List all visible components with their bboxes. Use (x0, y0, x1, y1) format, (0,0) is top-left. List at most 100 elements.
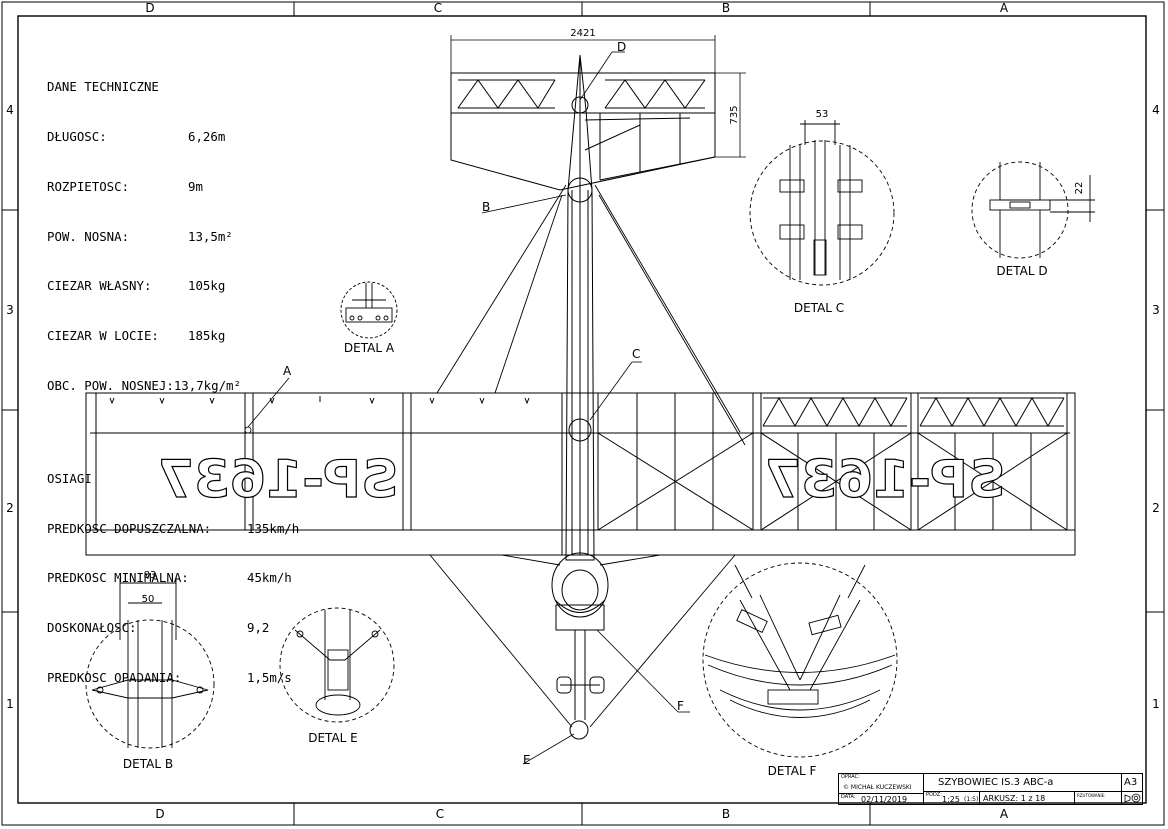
zone-letter-top: B (722, 1, 730, 15)
callout-a-label: A (283, 364, 292, 378)
sheet-format: A3 (1124, 777, 1138, 788)
horizontal-stabilizer (450, 72, 716, 191)
sheet-number-cell: ARKUSZ: 1 z 18 (980, 792, 1075, 805)
callout-f-label: F (677, 699, 684, 713)
date-cell: DATA: 02/11/2019 (839, 794, 924, 805)
detail-b-inner-dimension: 50 (142, 594, 155, 605)
spec-row: ROZPIETOSC:9m (47, 179, 299, 196)
zone-number-right: 3 (1152, 303, 1160, 317)
scale-caption: PODZ: (926, 792, 942, 798)
performance-value: 135km/h (247, 520, 300, 536)
callout-b-label: B (482, 200, 490, 214)
callout-e-label: E (523, 753, 531, 767)
spec-label: ROZPIETOSC: (47, 178, 130, 194)
performance-row: DOSKONAŁOSC: 9,2 (47, 620, 299, 637)
zone-letter-bottom: C (436, 807, 444, 821)
scale-cell: PODZ: 1:25 (1:5) (924, 792, 980, 805)
callout-d-label: D (617, 40, 626, 54)
zone-number-left: 4 (6, 103, 14, 117)
performance-label: PREDKOSC MINIMALNA: (47, 570, 189, 586)
detail-f-caption: DETAL F (768, 764, 817, 778)
zone-letter-top: A (1000, 1, 1009, 15)
detail-b-caption: DETAL B (123, 757, 173, 771)
callout-c-label: C (632, 347, 640, 361)
spec-label: POW. NOSNA: (47, 228, 130, 244)
projection-cell: RZUTOWANIE: (1075, 792, 1122, 805)
zone-letter-top: D (145, 1, 154, 15)
performance-value: 9,2 (247, 620, 270, 636)
spec-value: 13,5m² (188, 228, 233, 244)
fuselage (551, 54, 609, 740)
performance-label: PREDKOSC OPADANIA: (47, 669, 182, 685)
detail-a-caption: DETAL A (344, 341, 395, 355)
spec-row: POW. NOSNA: 13,5m² (47, 229, 299, 246)
author-name: © MICHAŁ KUCZEWSKI (843, 784, 912, 791)
zone-letter-bottom: A (1000, 807, 1009, 821)
detail-e-view (279, 607, 395, 723)
detail-c-dimension: 53 (816, 109, 829, 120)
sheet-number: ARKUSZ: 1 z 18 (983, 794, 1046, 803)
detail-b-view (85, 578, 215, 749)
tail-dimension-lines (450, 35, 746, 158)
spec-label: CIEZAR WŁASNY: (47, 278, 152, 294)
zone-letter-bottom: D (155, 807, 164, 821)
zone-number-left: 2 (6, 501, 14, 515)
drawing-title: SZYBOWIEC IS.3 ABC-a (938, 777, 1054, 788)
zone-number-left: 1 (6, 697, 14, 711)
performance-row: PREDKOSC OPADANIA: 1,5m/s (47, 670, 299, 687)
spec-row: DŁUGOSC: 6,26m (47, 129, 299, 146)
projection-symbol-icon (1124, 793, 1141, 803)
title-block: OPRAC: © MICHAŁ KUCZEWSKI DATA: 02/11/20… (838, 773, 1143, 805)
zone-letter-bottom: B (722, 807, 730, 821)
author-caption: OPRAC: (841, 774, 860, 780)
scale-note: (1:5) (964, 796, 979, 803)
detail-e-caption: DETAL E (308, 731, 358, 745)
performance-label: DOSKONAŁOSC: (47, 620, 137, 636)
zone-number-right: 1 (1152, 697, 1160, 711)
author-cell: OPRAC: © MICHAŁ KUCZEWSKI (839, 774, 924, 794)
tail-chord-dimension: 735 (729, 105, 740, 124)
zone-number-right: 4 (1152, 103, 1160, 117)
bracing-wires (429, 184, 746, 728)
drawing-date: 02/11/2019 (861, 795, 908, 804)
zone-number-left: 3 (6, 303, 14, 317)
performance-row: PREDKOSC DOPUSZCZALNA: 135km/h (47, 521, 299, 538)
detail-c-view (749, 120, 895, 286)
spec-row: CIEZAR W LOCIE: 185kg (47, 328, 299, 345)
performance-label: PREDKOSC DOPUSZCZALNA: (47, 520, 212, 536)
tail-span-dimension: 2421 (570, 28, 595, 39)
spec-row: OBC. POW. NOSNEJ:13,7kg/m² (47, 378, 299, 395)
detail-d-caption: DETAL D (996, 264, 1047, 278)
detail-d-dimension: 22 (1074, 182, 1085, 195)
spec-label: OBC. POW. NOSNEJ: (47, 377, 174, 393)
spec-value: 105kg (188, 278, 226, 294)
format-cell: A3 (1122, 774, 1143, 792)
detail-a-view (340, 281, 398, 339)
spec-label: DŁUGOSC: (47, 128, 107, 144)
spec-value: 13,7kg/m² (173, 377, 241, 393)
spec-row: CIEZAR WŁASNY: 105kg (47, 278, 299, 295)
projection-caption: RZUTOWANIE: (1077, 793, 1106, 798)
spec-label: CIEZAR W LOCIE: (47, 328, 159, 344)
technical-specs: DANE TECHNICZNE DŁUGOSC: 6,26m ROZPIETOSC… (47, 46, 299, 703)
detail-b-outer-dimension: 83 (144, 570, 157, 581)
performance-value: 45km/h (247, 570, 292, 586)
performance-row: PREDKOSC MINIMALNA: 45km/h (47, 570, 299, 587)
detail-d-view (971, 161, 1095, 259)
performance-title: OSIAGI (47, 470, 92, 486)
detail-f-view (702, 562, 898, 758)
wing-registration-left: SP-1637 (158, 450, 399, 510)
spec-value: 6,26m (188, 128, 226, 144)
specs-title: DANE TECHNICZNE (47, 79, 159, 95)
title-cell: SZYBOWIEC IS.3 ABC-a (924, 774, 1122, 792)
date-caption: DATA: (841, 794, 856, 800)
drawing-scale: 1:25 (942, 795, 960, 804)
spec-spacer (47, 428, 299, 438)
performance-value: 1,5m/s (247, 669, 292, 685)
spec-value: 185kg (188, 328, 226, 344)
wing-registration-right: SP-1637 (765, 450, 1006, 510)
callout-leaders (244, 51, 690, 765)
